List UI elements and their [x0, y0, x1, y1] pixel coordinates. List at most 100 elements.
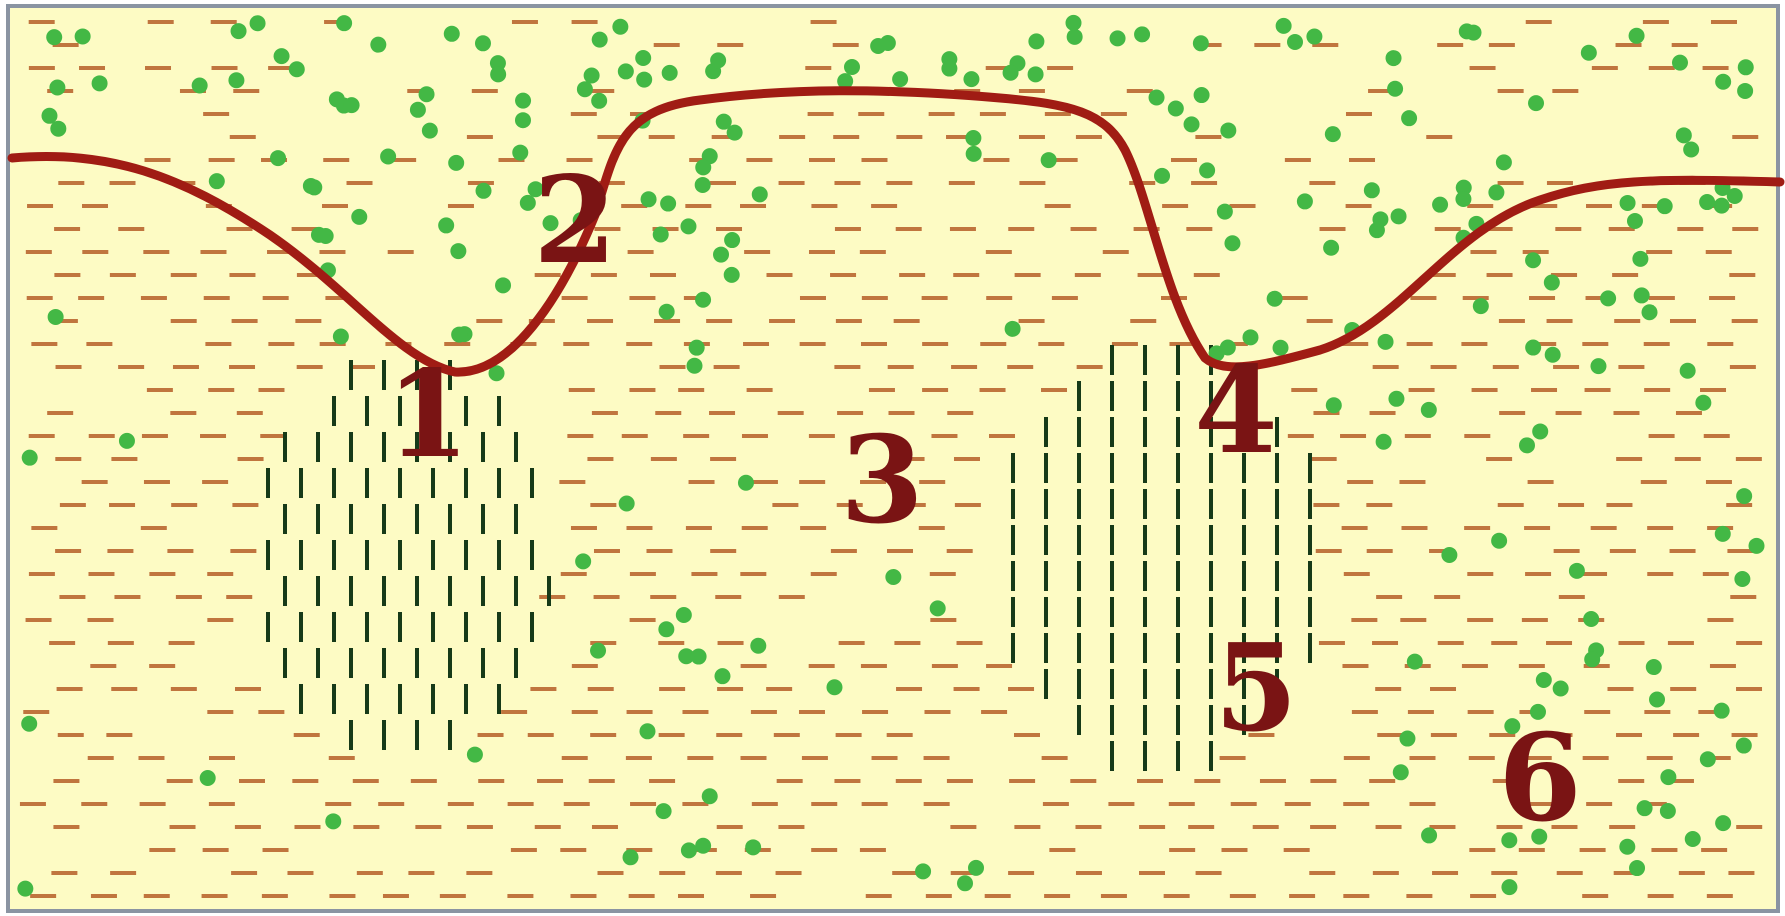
brown-dash-mark: [744, 250, 771, 254]
dark-vertical-tick: [1209, 705, 1213, 735]
dark-vertical-tick: [1110, 381, 1114, 411]
brown-dash-mark: [323, 158, 350, 162]
dark-vertical-tick: [1011, 597, 1015, 627]
green-dot-particle: [49, 79, 66, 96]
dark-vertical-tick: [1077, 669, 1081, 699]
brown-dash-mark: [1318, 641, 1345, 645]
brown-dash-mark: [598, 181, 625, 185]
green-dot-particle: [1528, 95, 1545, 112]
green-dot-particle: [228, 72, 245, 89]
green-dot-particle: [612, 18, 629, 35]
green-dot-particle: [1735, 737, 1752, 754]
brown-dash-mark: [1735, 457, 1762, 461]
dark-vertical-tick: [332, 468, 336, 498]
dark-vertical-tick: [481, 432, 485, 462]
brown-dash-mark: [59, 595, 86, 599]
brown-dash-mark: [1377, 733, 1404, 737]
dark-vertical-tick: [530, 540, 534, 570]
dark-vertical-tick: [1044, 489, 1048, 519]
brown-dash-mark: [471, 89, 498, 93]
dark-vertical-tick: [349, 648, 353, 678]
green-dot-particle: [723, 266, 740, 283]
green-dot-particle: [519, 194, 536, 211]
brown-dash-mark: [1531, 204, 1558, 208]
green-dot-particle: [1266, 290, 1283, 307]
brown-dash-mark: [1709, 296, 1736, 300]
brown-dash-mark: [871, 204, 898, 208]
brown-dash-mark: [1522, 250, 1549, 254]
brown-dash-mark: [1437, 641, 1464, 645]
brown-dash-mark: [597, 135, 624, 139]
brown-dash-mark: [349, 365, 376, 369]
brown-dash-mark: [1461, 342, 1488, 346]
brown-dash-mark: [88, 434, 115, 438]
brown-dash-mark: [87, 618, 114, 622]
brown-dash-mark: [510, 342, 537, 346]
green-dot-particle: [1242, 329, 1259, 346]
brown-dash-mark: [1014, 825, 1041, 829]
green-dot-particle: [302, 177, 319, 194]
brown-dash-mark: [1669, 319, 1696, 323]
brown-dash-mark: [710, 181, 737, 185]
brown-dash-mark: [892, 871, 919, 875]
dark-vertical-tick: [332, 612, 336, 642]
dark-vertical-tick: [1176, 525, 1180, 555]
brown-dash-mark: [149, 848, 176, 852]
brown-dash-mark: [951, 365, 978, 369]
dark-vertical-tick: [1176, 669, 1180, 699]
dark-vertical-tick: [316, 648, 320, 678]
dark-vertical-tick: [1308, 489, 1312, 519]
brown-dash-mark: [170, 319, 197, 323]
brown-dash-mark: [1162, 204, 1189, 208]
brown-dash-mark: [287, 871, 314, 875]
brown-dash-mark: [682, 710, 709, 714]
brown-dash-mark: [811, 802, 838, 806]
dark-vertical-tick: [464, 468, 468, 498]
green-dot-particle: [572, 212, 589, 229]
brown-dash-mark: [834, 181, 861, 185]
dark-vertical-tick: [415, 504, 419, 534]
brown-dash-mark: [710, 549, 737, 553]
green-dot-particle: [1504, 718, 1521, 735]
dark-vertical-tick: [1077, 597, 1081, 627]
dark-vertical-tick: [1044, 633, 1048, 663]
dark-vertical-tick: [1176, 741, 1180, 771]
brown-dash-mark: [146, 388, 173, 392]
green-dot-particle: [1734, 571, 1751, 588]
brown-dash-mark: [143, 250, 170, 254]
green-dot-particle: [715, 113, 732, 130]
green-dot-particle: [1455, 179, 1472, 196]
green-dot-particle: [1387, 80, 1404, 97]
brown-dash-mark: [226, 595, 253, 599]
brown-dash-mark: [861, 296, 888, 300]
brown-dash-mark: [918, 526, 945, 530]
brown-dash-mark: [625, 756, 652, 760]
brown-dash-mark: [141, 434, 168, 438]
green-dot-particle: [1645, 659, 1662, 676]
brown-dash-mark: [466, 871, 493, 875]
dark-vertical-tick: [283, 648, 287, 678]
brown-dash-mark: [1347, 480, 1374, 484]
green-dot-particle: [74, 28, 91, 45]
dark-vertical-tick: [481, 504, 485, 534]
brown-dash-mark: [1615, 43, 1642, 47]
brown-dash-mark: [1525, 756, 1552, 760]
dark-vertical-tick: [1143, 597, 1147, 627]
brown-dash-mark: [1461, 664, 1488, 668]
dark-vertical-tick: [448, 720, 452, 750]
green-dot-particle: [1636, 800, 1653, 817]
green-dot-particle: [1495, 154, 1512, 171]
brown-dash-mark: [1613, 871, 1640, 875]
brown-dash-mark: [1546, 181, 1573, 185]
brown-dash-mark: [1616, 457, 1643, 461]
green-dot-particle: [1619, 838, 1636, 855]
dark-vertical-tick: [1209, 381, 1213, 411]
green-dot-particle: [1167, 100, 1184, 117]
brown-dash-mark: [590, 733, 617, 737]
green-dot-particle: [249, 15, 266, 32]
green-dot-particle: [1544, 346, 1561, 363]
brown-dash-mark: [597, 871, 624, 875]
green-dot-particle: [1375, 433, 1392, 450]
brown-dash-mark: [629, 296, 656, 300]
brown-dash-mark: [587, 319, 614, 323]
